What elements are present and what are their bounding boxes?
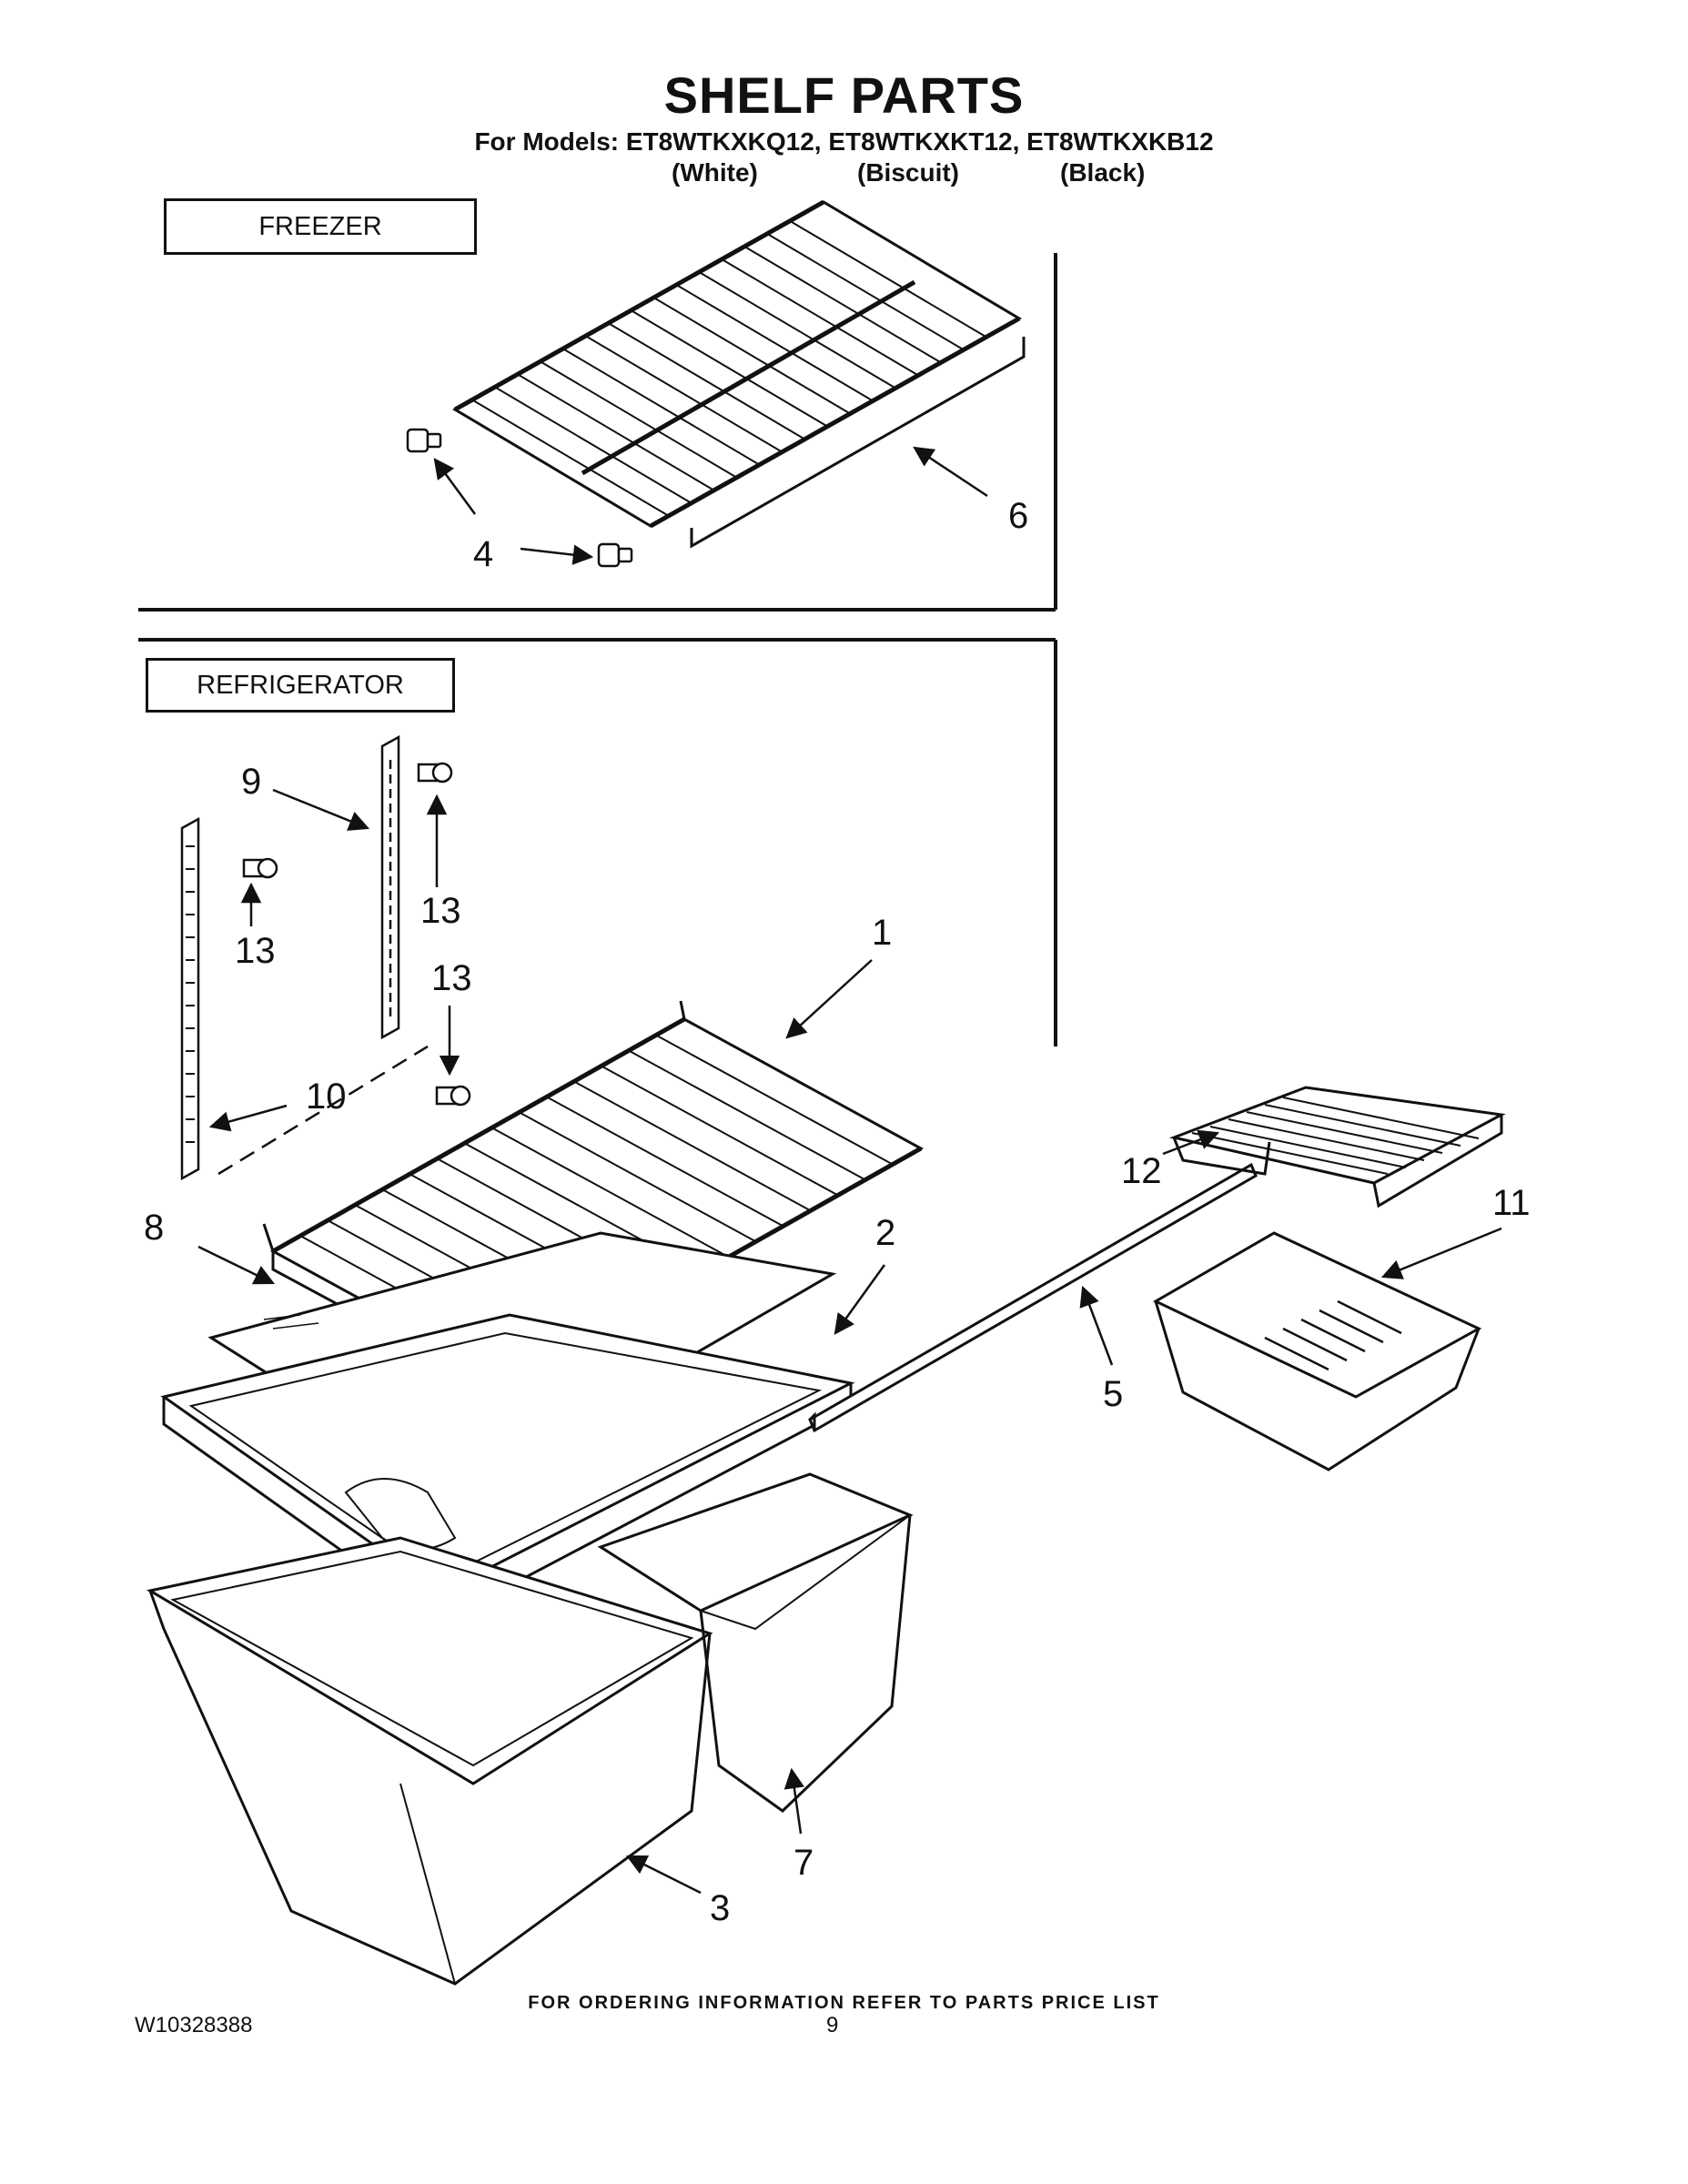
- freezer-shelf-support-upper: [406, 428, 442, 453]
- callout-6: 6: [1008, 496, 1028, 536]
- screw-upper: [417, 762, 453, 784]
- leader-4-lower: [520, 544, 594, 565]
- leader-9: [272, 788, 370, 831]
- callout-10: 10: [306, 1077, 347, 1117]
- page-number: 9: [826, 2013, 839, 2037]
- screw-lower: [435, 1085, 471, 1107]
- freezer-frame: [138, 253, 1057, 612]
- callout-7: 7: [793, 1843, 814, 1883]
- callout-13-upper: 13: [420, 891, 461, 931]
- callout-11: 11: [1492, 1183, 1531, 1223]
- callout-12: 12: [1121, 1151, 1162, 1191]
- models-line: For Models: ET8WTKXKQ12, ET8WTKXKT12, ET…: [474, 127, 1214, 156]
- leader-1: [785, 959, 873, 1039]
- crisper-cover-support: [808, 1162, 1258, 1433]
- callout-1: 1: [872, 913, 892, 953]
- shelf-ladder-left: [180, 816, 429, 1181]
- callout-9: 9: [241, 762, 261, 802]
- leader-5: [1079, 1285, 1114, 1366]
- shelf-ladder-right: [380, 734, 400, 1040]
- snack-pan-cover: [1168, 1086, 1506, 1208]
- leader-2: [834, 1264, 886, 1335]
- callout-8: 8: [144, 1208, 164, 1248]
- callout-13-lower: 13: [431, 958, 472, 998]
- leader-4-upper: [433, 458, 477, 515]
- leader-6: [913, 446, 988, 498]
- page-title: SHELF PARTS: [663, 66, 1025, 124]
- freezer-section-label: FREEZER: [164, 198, 477, 255]
- refrigerator-frame: [138, 638, 1057, 1046]
- refrigerator-section-label: REFRIGERATOR: [146, 658, 455, 713]
- variant-white: (White): [672, 158, 758, 187]
- leader-8: [197, 1245, 276, 1285]
- callout-4: 4: [473, 534, 493, 574]
- ordering-note: FOR ORDERING INFORMATION REFER TO PARTS …: [528, 1993, 1160, 2013]
- leader-10: [208, 1104, 288, 1132]
- freezer-shelf-support-lower: [597, 542, 633, 568]
- leader-12: [1162, 1129, 1220, 1156]
- leader-7: [783, 1767, 805, 1835]
- callout-5: 5: [1103, 1374, 1123, 1414]
- callout-3: 3: [710, 1888, 730, 1928]
- crisper-drawer-left: [146, 1536, 713, 1986]
- crisper-drawer-right: [597, 1472, 914, 1813]
- leader-3: [625, 1855, 702, 1895]
- snack-pan: [1152, 1231, 1482, 1471]
- leader-11: [1380, 1227, 1502, 1279]
- variant-biscuit: (Biscuit): [857, 158, 959, 187]
- document-number: W10328388: [135, 2013, 253, 2037]
- variant-black: (Black): [1060, 158, 1146, 187]
- screw-middle: [242, 857, 278, 879]
- callout-2: 2: [875, 1213, 895, 1253]
- freezer-wire-shelf: [452, 199, 1026, 549]
- callout-13-middle: 13: [235, 931, 276, 971]
